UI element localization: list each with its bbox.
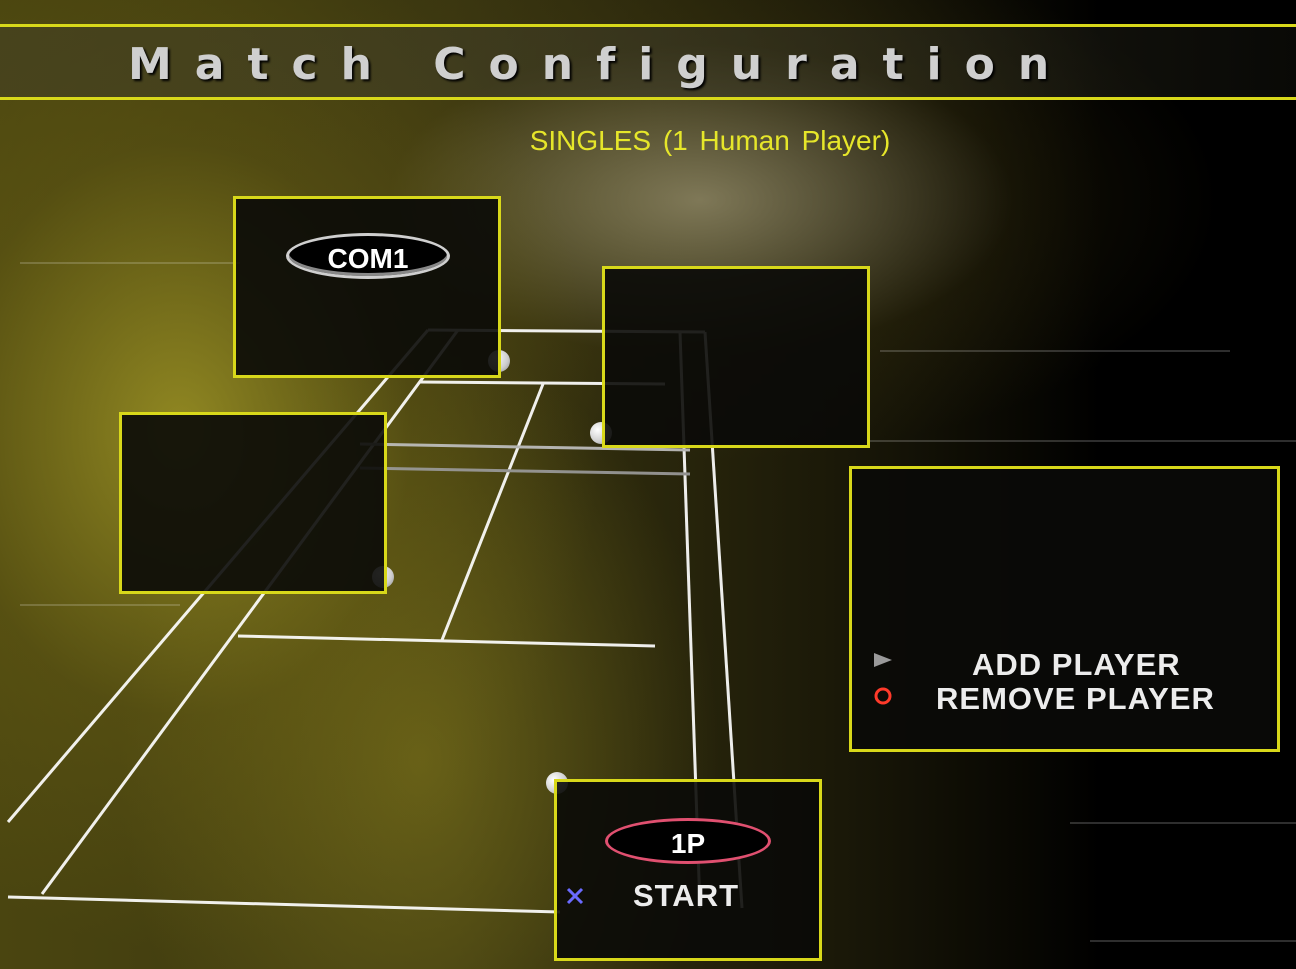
cross-button-icon <box>566 887 584 905</box>
header-bar: Match Configuration <box>0 24 1296 100</box>
triangle-arrow-icon <box>874 653 892 667</box>
court-baseline-near <box>7 895 561 914</box>
light-streak <box>870 440 1296 442</box>
start-button[interactable]: START <box>633 878 740 913</box>
court-net <box>359 442 691 452</box>
com1-tag: COM1 <box>286 233 450 279</box>
player-1p-tag: 1P <box>605 818 771 864</box>
player-slot-near-right[interactable]: 1P START <box>554 779 822 961</box>
court-center-line <box>440 383 545 641</box>
court-sideline-left-inner <box>40 329 460 895</box>
court-service-line-near <box>237 634 656 648</box>
light-streak <box>1070 822 1296 824</box>
light-streak <box>880 350 1230 352</box>
court-net-shadow <box>359 466 691 476</box>
remove-player-button[interactable]: REMOVE PLAYER <box>936 681 1215 716</box>
player-slot-near-left[interactable] <box>119 412 387 594</box>
commands-panel: ADD PLAYER REMOVE PLAYER <box>849 466 1280 752</box>
match-mode-label: SINGLES (1 Human Player) <box>529 125 891 156</box>
add-player-button[interactable]: ADD PLAYER <box>972 647 1181 682</box>
light-streak <box>1090 940 1296 942</box>
light-streak <box>20 604 180 606</box>
light-streak <box>20 262 240 264</box>
circle-button-icon <box>874 687 892 705</box>
player-slot-far-right[interactable] <box>602 266 870 448</box>
page-title: Match Configuration <box>128 39 1073 90</box>
player-slot-far-left[interactable]: COM1 <box>233 196 501 378</box>
